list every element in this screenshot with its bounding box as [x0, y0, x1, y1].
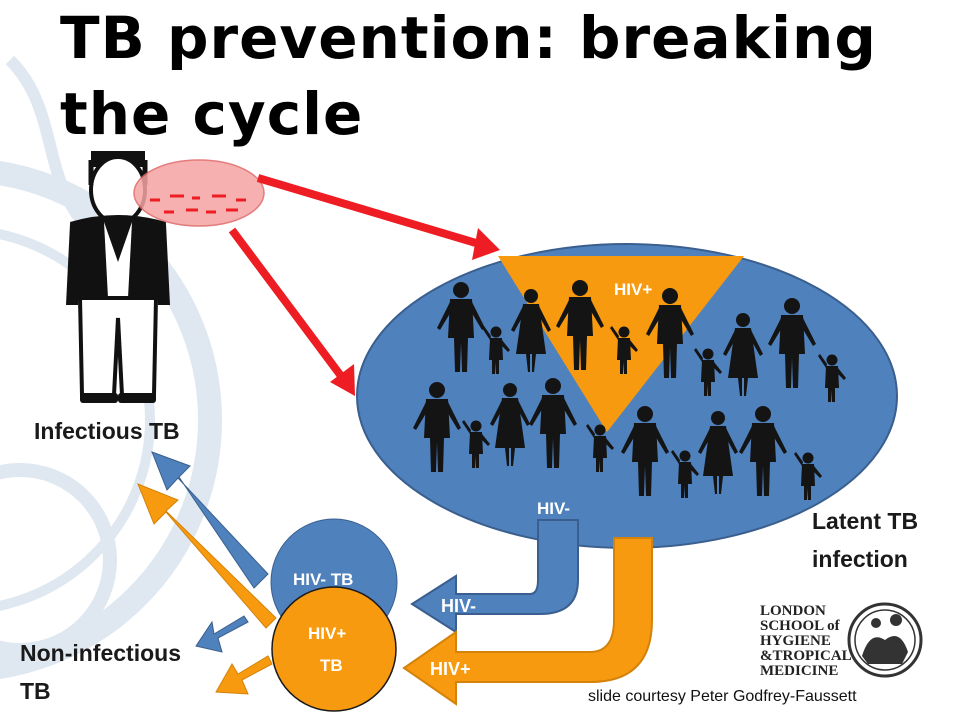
logo-line: &TROPICAL — [760, 648, 852, 664]
hiv-negative-progression-arrow — [410, 519, 579, 634]
logo-line: SCHOOL of — [760, 618, 840, 634]
hiv-positive-tb-label: HIV+ — [308, 624, 347, 643]
droplet-cloud — [133, 159, 265, 227]
logo-line: MEDICINE — [760, 663, 839, 679]
hiv-positive-triangle-label: HIV+ — [614, 280, 653, 299]
hiv-positive-tb-label-line2: TB — [320, 656, 343, 675]
infectious-tb-label: Infectious TB — [34, 418, 180, 444]
hiv-negative-population-label: HIV- — [537, 499, 571, 518]
logo-line: HYGIENE — [760, 633, 831, 649]
hiv-negative-arrow-label: HIV- — [441, 596, 477, 616]
logo-line: LONDON — [760, 603, 826, 619]
transmission-arrows — [228, 174, 500, 396]
crest-icon — [847, 602, 923, 678]
latent-tb-label-line2: infection — [812, 546, 908, 572]
page-title: TB prevention: breaking — [60, 4, 877, 72]
non-infectious-tb-label: Non-infectious — [20, 640, 181, 666]
watermark-crest-icon — [0, 55, 222, 679]
outcome-arrows — [137, 451, 277, 695]
non-infectious-tb-label-line2: TB — [20, 678, 51, 704]
hiv-positive-tb-circle — [271, 586, 397, 712]
slide-credit: slide courtesy Peter Godfrey-Faussett — [588, 688, 857, 705]
hiv-positive-progression-arrow — [402, 537, 653, 706]
hiv-positive-arrow-label: HIV+ — [430, 659, 471, 679]
page-title-line2: the cycle — [60, 80, 364, 148]
lshtm-logo: LONDON SCHOOL of HYGIENE &TROPICAL MEDIC… — [760, 604, 860, 679]
hiv-negative-tb-label: HIV- TB — [293, 570, 354, 589]
man-figure-icon — [66, 151, 170, 403]
latent-tb-label: Latent TB — [812, 508, 919, 534]
